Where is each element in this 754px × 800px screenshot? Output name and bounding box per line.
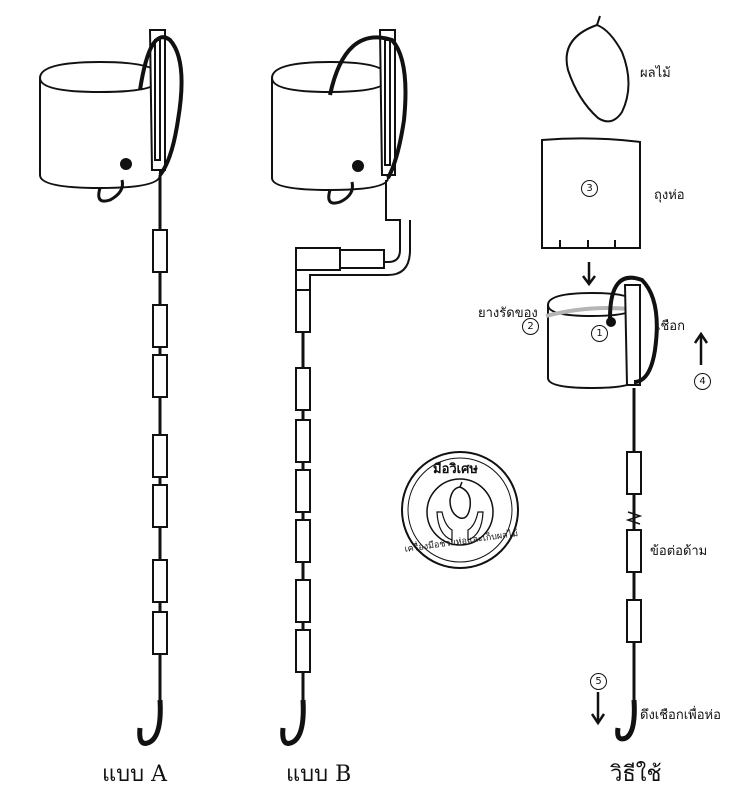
model-a-caption: แบบ A <box>102 762 167 787</box>
model-b-tool <box>271 29 411 746</box>
step-2-badge: 2 <box>522 318 539 335</box>
model-b-cup <box>271 60 389 192</box>
usage-caption: วิธีใช้ <box>610 762 662 787</box>
model-b-rope <box>328 35 408 179</box>
usage-hook <box>615 699 637 742</box>
rubber-band-label: ยางรัดของ <box>478 306 538 321</box>
handle-joint-label: ข้อต่อด้าม <box>650 544 708 559</box>
fruit-label: ผลไม้ <box>640 66 671 81</box>
usage-illustration <box>541 15 709 742</box>
step-4-badge: 4 <box>694 373 711 390</box>
model-b-elbow <box>295 180 411 291</box>
model-a-rope <box>138 35 184 177</box>
tube-bag-label: ถุงห่อ <box>654 188 685 203</box>
seal-title: มือวิเศษ <box>433 462 478 477</box>
step-3-badge: 3 <box>581 180 598 197</box>
model-b-caption: แบบ B <box>286 762 352 787</box>
step-5-badge: 5 <box>590 673 607 690</box>
model-b-hook <box>280 699 306 746</box>
model-a-hook <box>137 699 163 746</box>
magic-hand-seal <box>401 451 519 569</box>
mango-fruit <box>565 23 630 123</box>
pull-rope-label: ดึงเชือกเพื่อห่อ <box>640 708 721 723</box>
rope-label: เชือก <box>656 319 685 334</box>
step-1-badge: 1 <box>591 325 608 342</box>
usage-segments <box>626 451 642 643</box>
usage-rope <box>608 275 659 384</box>
